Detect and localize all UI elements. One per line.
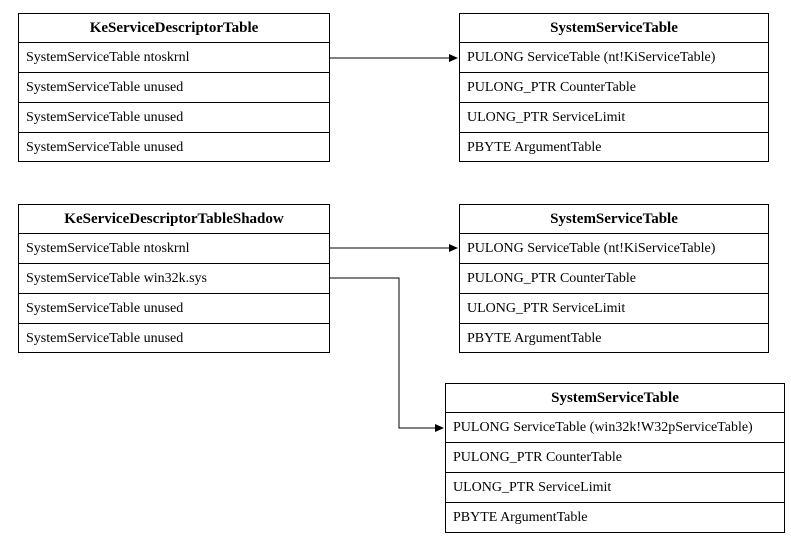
table-row: ULONG_PTR ServiceLimit bbox=[460, 294, 768, 324]
table-title: SystemServiceTable bbox=[446, 384, 784, 413]
table-row: ULONG_PTR ServiceLimit bbox=[446, 473, 784, 503]
table-row: PULONG_PTR CounterTable bbox=[460, 73, 768, 103]
table-row: SystemServiceTable ntoskrnl bbox=[19, 234, 329, 264]
table-row: ULONG_PTR ServiceLimit bbox=[460, 103, 768, 133]
table-title: SystemServiceTable bbox=[460, 14, 768, 43]
table-row: PULONG ServiceTable (nt!KiServiceTable) bbox=[460, 43, 768, 73]
table-row: SystemServiceTable ntoskrnl bbox=[19, 43, 329, 73]
table-ke-service-descriptor-table: KeServiceDescriptorTable SystemServiceTa… bbox=[18, 13, 330, 162]
table-row: PULONG_PTR CounterTable bbox=[446, 443, 784, 473]
table-row: SystemServiceTable unused bbox=[19, 73, 329, 103]
table-title: KeServiceDescriptorTable bbox=[19, 14, 329, 43]
table-row: PBYTE ArgumentTable bbox=[467, 331, 602, 346]
table-row: PULONG ServiceTable (nt!KiServiceTable) bbox=[460, 234, 768, 264]
arrow-shadow-win32k-to-sst-win32k bbox=[330, 277, 444, 432]
table-title: SystemServiceTable bbox=[460, 205, 768, 234]
table-row: SystemServiceTable unused bbox=[19, 294, 329, 324]
table-row: PBYTE ArgumentTable bbox=[453, 510, 588, 525]
table-row: SystemServiceTable unused bbox=[26, 140, 184, 155]
table-row: SystemServiceTable unused bbox=[19, 103, 329, 133]
table-row: SystemServiceTable win32k.sys bbox=[19, 264, 329, 294]
table-row: PULONG ServiceTable (win32k!W32pServiceT… bbox=[446, 413, 784, 443]
table-row: PULONG_PTR CounterTable bbox=[460, 264, 768, 294]
table-row: SystemServiceTable unused bbox=[26, 331, 184, 346]
table-title: KeServiceDescriptorTableShadow bbox=[19, 205, 329, 234]
table-system-service-table-nt-2: SystemServiceTable PULONG ServiceTable (… bbox=[459, 204, 769, 353]
table-system-service-table-win32k: SystemServiceTable PULONG ServiceTable (… bbox=[445, 383, 785, 533]
table-system-service-table-nt-1: SystemServiceTable PULONG ServiceTable (… bbox=[459, 13, 769, 162]
table-ke-service-descriptor-table-shadow: KeServiceDescriptorTableShadow SystemSer… bbox=[18, 204, 330, 353]
table-row: PBYTE ArgumentTable bbox=[467, 140, 602, 155]
